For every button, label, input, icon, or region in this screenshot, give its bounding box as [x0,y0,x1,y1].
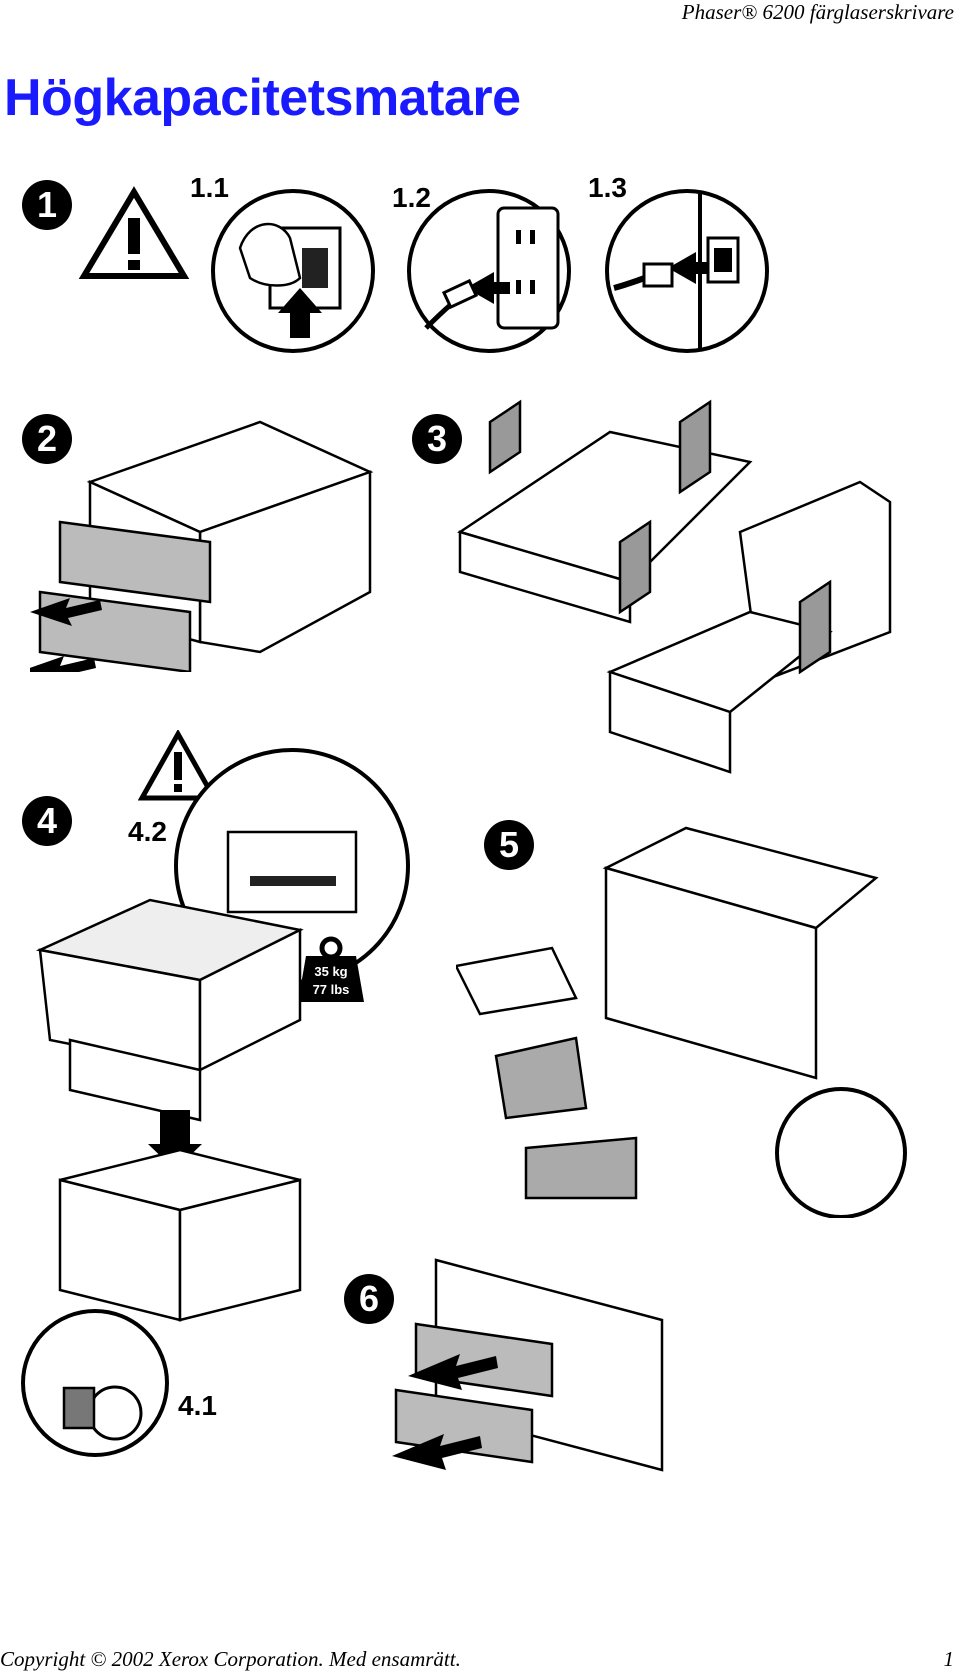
power-switch-icon [211,189,375,353]
step-3-illustration [457,399,892,774]
step-6-badge: 6 [344,1274,394,1324]
weight-icon: 35 kg 77 lbs [298,936,364,1002]
step-5-illustration [456,826,907,1218]
weight-lbs: 77 lbs [313,982,350,997]
wall-outlet-icon [407,189,571,353]
step-3-badge: 3 [412,414,462,464]
step-5-badge: 5 [484,820,534,870]
warning-icon [138,730,218,801]
power-cord-icon [605,189,769,353]
warning-icon [78,186,190,279]
copyright-footer: Copyright © 2002 Xerox Corporation. Med … [0,1647,461,1671]
weight-kg: 35 kg [314,964,347,979]
step-4-badge: 4 [22,796,72,846]
wheel-lock-illustration [21,1309,169,1457]
running-header: Phaser® 6200 färglaserskrivare [681,0,954,24]
step-1-2-label: 1.2 [392,182,431,213]
step-4-illustration [35,898,304,1322]
page-number: 1 [943,1647,955,1671]
step-2-illustration [30,420,374,672]
step-1-3-label: 1.3 [588,172,627,203]
page-title: Högkapacitetsmatare [4,69,521,127]
step-4-1-label: 4.1 [178,1390,217,1421]
step-6-illustration [392,1258,664,1472]
step-1-1-label: 1.1 [190,172,229,203]
step-2-badge: 2 [22,414,72,464]
step-4-2-label: 4.2 [128,816,167,847]
step-1-badge: 1 [22,180,72,230]
